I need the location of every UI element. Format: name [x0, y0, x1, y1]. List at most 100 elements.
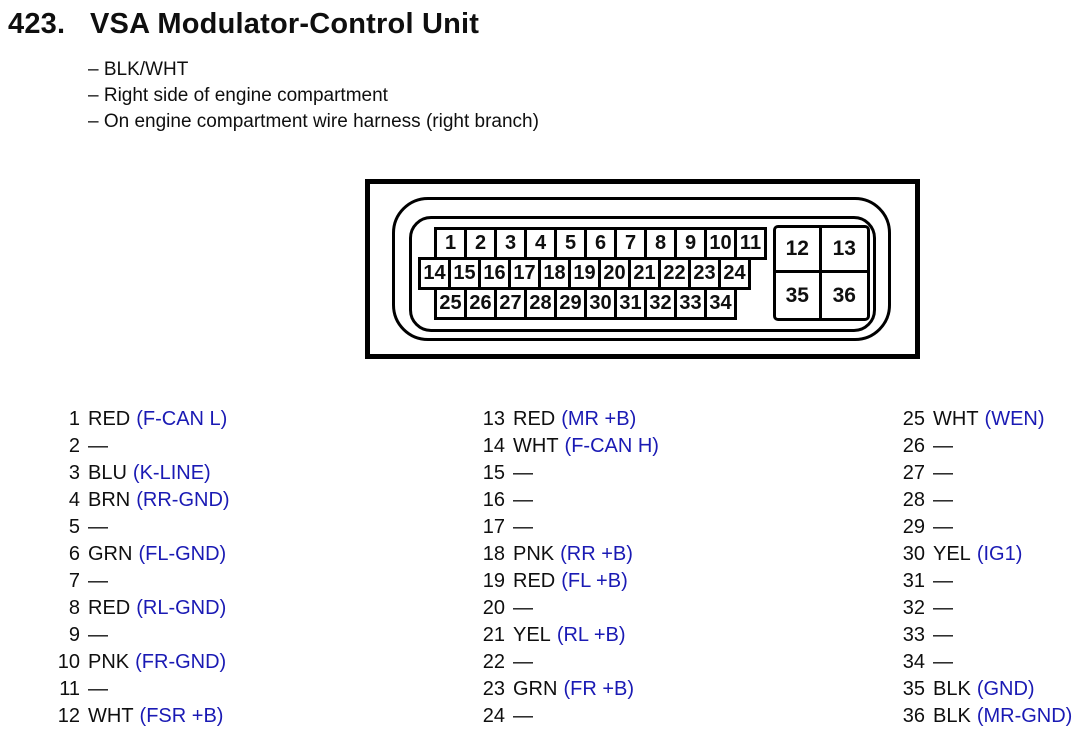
pin-description-row: 15— [465, 460, 659, 487]
connector-body-outline [392, 197, 891, 341]
pin-wire-color: — [88, 570, 108, 592]
pin-description-row: 20— [465, 595, 659, 622]
connector-pin-14: 14 [418, 257, 451, 290]
pin-wire-color: YEL [933, 543, 971, 565]
pin-number: 25 [902, 408, 925, 430]
pin-number: 35 [902, 678, 925, 700]
pin-number: 20 [482, 597, 505, 619]
pin-number: 32 [902, 597, 925, 619]
pin-signal-name: (IG1) [976, 543, 1023, 565]
pin-signal-name: (FL +B) [561, 570, 628, 592]
connector-pin-1: 1 [434, 227, 467, 260]
pin-wire-color: RED [88, 597, 131, 619]
section-name: VSA Modulator-Control Unit [90, 8, 480, 40]
pin-description-row: 25 WHT(WEN) [885, 406, 1072, 433]
connector-pin-35: 35 [776, 273, 822, 318]
connector-pin-18: 18 [538, 257, 571, 290]
pin-number: 1 [68, 408, 80, 430]
connector-pin-13: 13 [821, 228, 867, 273]
connector-pin-15: 15 [448, 257, 481, 290]
pin-wire-color: — [513, 489, 533, 511]
pin-number: 2 [68, 435, 80, 457]
pin-description-row: 24— [465, 703, 659, 730]
pin-number: 28 [902, 489, 925, 511]
pin-signal-name: (RL +B) [556, 624, 626, 646]
connector-pin-29: 29 [554, 287, 587, 320]
pin-description-row: 29 — [885, 514, 1072, 541]
pin-wire-color: — [88, 435, 108, 457]
pin-wire-color: GRN [513, 678, 558, 700]
section-number: 423. [8, 8, 66, 40]
connector-inner-outline [409, 216, 876, 332]
pin-wire-color: BLK [933, 705, 971, 727]
pin-description-row: 27— [885, 460, 1072, 487]
pin-signal-name: (FSR +B) [139, 705, 224, 727]
pin-description-row: 2— [40, 433, 230, 460]
connector-pin-3: 3 [494, 227, 527, 260]
pin-wire-color: RED [88, 408, 131, 430]
pin-wire-color: — [933, 570, 953, 592]
pin-number: 22 [482, 651, 505, 673]
pin-signal-name: (F-CAN H) [564, 435, 659, 457]
pin-description-row: 11 — [40, 676, 230, 703]
pin-signal-name: (WEN) [984, 408, 1045, 430]
connector-pin-5: 5 [554, 227, 587, 260]
pin-description-row: 33— [885, 622, 1072, 649]
pin-signal-name: (RR +B) [560, 543, 633, 565]
pin-number: 3 [68, 462, 80, 484]
connector-pin-33: 33 [674, 287, 707, 320]
connector-pin-9: 9 [674, 227, 707, 260]
pin-number: 8 [68, 597, 80, 619]
connector-pin-23: 23 [688, 257, 721, 290]
pin-signal-name: (K-LINE) [132, 462, 211, 484]
pin-wire-color: — [88, 678, 108, 700]
pin-signal-name: (F-CAN L) [136, 408, 228, 430]
pin-wire-color: — [933, 435, 953, 457]
pin-description-row: 16— [465, 487, 659, 514]
pin-signal-name: (MR-GND) [976, 705, 1073, 727]
pin-wire-color: — [513, 516, 533, 538]
pin-description-row: 30 YEL(IG1) [885, 541, 1072, 568]
note-wire-color: – BLK/WHT [88, 59, 189, 80]
pin-number: 12 [57, 705, 80, 727]
pin-number: 30 [902, 543, 925, 565]
pin-number: 13 [482, 408, 505, 430]
pin-number: 11 [59, 678, 80, 700]
pin-number: 34 [902, 651, 925, 673]
pin-wire-color: — [933, 489, 953, 511]
pin-signal-name: (FR +B) [563, 678, 635, 700]
connector-pin-8: 8 [644, 227, 677, 260]
pin-signal-name: (MR +B) [561, 408, 637, 430]
connector-pin-36: 36 [832, 283, 856, 307]
pin-wire-color: — [933, 651, 953, 673]
pin-wire-color: YEL [513, 624, 551, 646]
note-harness: – On engine compartment wire harness (ri… [88, 111, 539, 132]
pin-wire-color: GRN [88, 543, 133, 565]
connector-pin-27: 27 [494, 287, 527, 320]
pin-wire-color: BRN [88, 489, 131, 511]
pin-number: 33 [902, 624, 925, 646]
connector-pin-28: 28 [524, 287, 557, 320]
connector-pin-11: 11 [734, 227, 767, 260]
connector-pin-2: 2 [464, 227, 497, 260]
pin-wire-color: BLU [88, 462, 127, 484]
pin-wire-color: WHT [933, 408, 979, 430]
pin-description-row: 1 RED(F-CAN L) [40, 406, 230, 433]
pin-wire-color: — [933, 462, 953, 484]
pin-wire-color: — [513, 462, 533, 484]
connector-pin-19: 19 [568, 257, 601, 290]
connector-pin-31: 31 [614, 287, 647, 320]
pin-number: 4 [68, 489, 80, 511]
pin-wire-color: — [933, 516, 953, 538]
connector-pin-26: 26 [464, 287, 497, 320]
pin-number: 29 [902, 516, 925, 538]
